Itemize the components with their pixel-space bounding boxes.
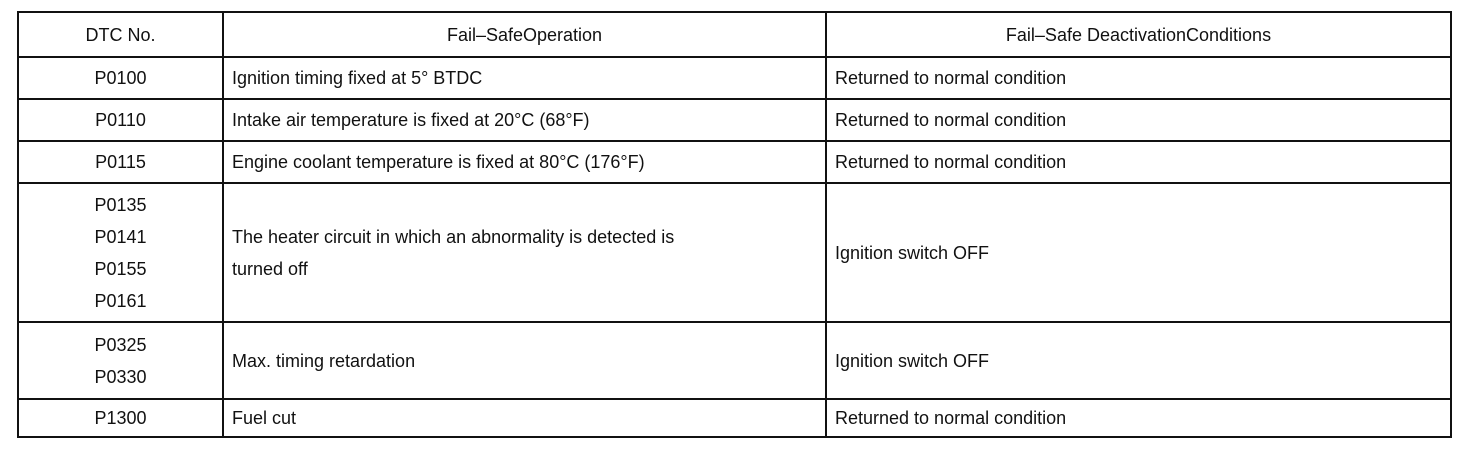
dtc-code: P0161: [94, 290, 147, 311]
table-row: P0110 Intake air temperature is fixed at…: [17, 98, 1452, 142]
dtc-code: P0325: [94, 334, 147, 355]
dtc-code-cell: P1300: [17, 398, 224, 438]
operation-cell: The heater circuit in which an abnormali…: [222, 182, 827, 323]
header-deactivation-conditions: Fail–Safe DeactivationConditions: [825, 11, 1452, 58]
table-header-row: DTC No. Fail–SafeOperation Fail–Safe Dea…: [17, 11, 1452, 58]
condition-cell: Returned to normal condition: [825, 56, 1452, 100]
condition-cell: Returned to normal condition: [825, 398, 1452, 438]
table-row: P1300 Fuel cut Returned to normal condit…: [17, 398, 1452, 438]
dtc-code-cell: P0135 P0141 P0155 P0161: [17, 182, 224, 323]
condition-cell: Ignition switch OFF: [825, 321, 1452, 400]
dtc-code-cell: P0115: [17, 140, 224, 184]
dtc-code-cell: P0325 P0330: [17, 321, 224, 400]
operation-cell: Max. timing retardation: [222, 321, 827, 400]
dtc-code: P0135: [94, 194, 147, 215]
table-row: P0100 Ignition timing fixed at 5° BTDC R…: [17, 56, 1452, 100]
dtc-code: P0330: [94, 366, 147, 387]
dtc-code: P0110: [95, 110, 146, 130]
condition-cell: Returned to normal condition: [825, 140, 1452, 184]
header-fail-safe-operation: Fail–SafeOperation: [222, 11, 827, 58]
table-row: P0325 P0330 Max. timing retardation Igni…: [17, 321, 1452, 400]
dtc-code-cell: P0100: [17, 56, 224, 100]
operation-cell: Intake air temperature is fixed at 20°C …: [222, 98, 827, 142]
dtc-code: P0100: [94, 68, 147, 88]
operation-cell: Ignition timing fixed at 5° BTDC: [222, 56, 827, 100]
dtc-code: P1300: [94, 408, 147, 428]
operation-cell: Engine coolant temperature is fixed at 8…: [222, 140, 827, 184]
dtc-code-cell: P0110: [17, 98, 224, 142]
header-dtc-no: DTC No.: [17, 11, 224, 58]
dtc-code: P0155: [94, 258, 147, 279]
dtc-code: P0141: [94, 226, 147, 247]
table-row: P0115 Engine coolant temperature is fixe…: [17, 140, 1452, 184]
table-row: P0135 P0141 P0155 P0161 The heater circu…: [17, 182, 1452, 323]
operation-cell: Fuel cut: [222, 398, 827, 438]
fail-safe-table: DTC No. Fail–SafeOperation Fail–Safe Dea…: [17, 11, 1452, 438]
operation-line: turned off: [232, 258, 308, 279]
operation-line: The heater circuit in which an abnormali…: [232, 226, 675, 247]
condition-cell: Returned to normal condition: [825, 98, 1452, 142]
condition-cell: Ignition switch OFF: [825, 182, 1452, 323]
dtc-code: P0115: [95, 152, 146, 172]
